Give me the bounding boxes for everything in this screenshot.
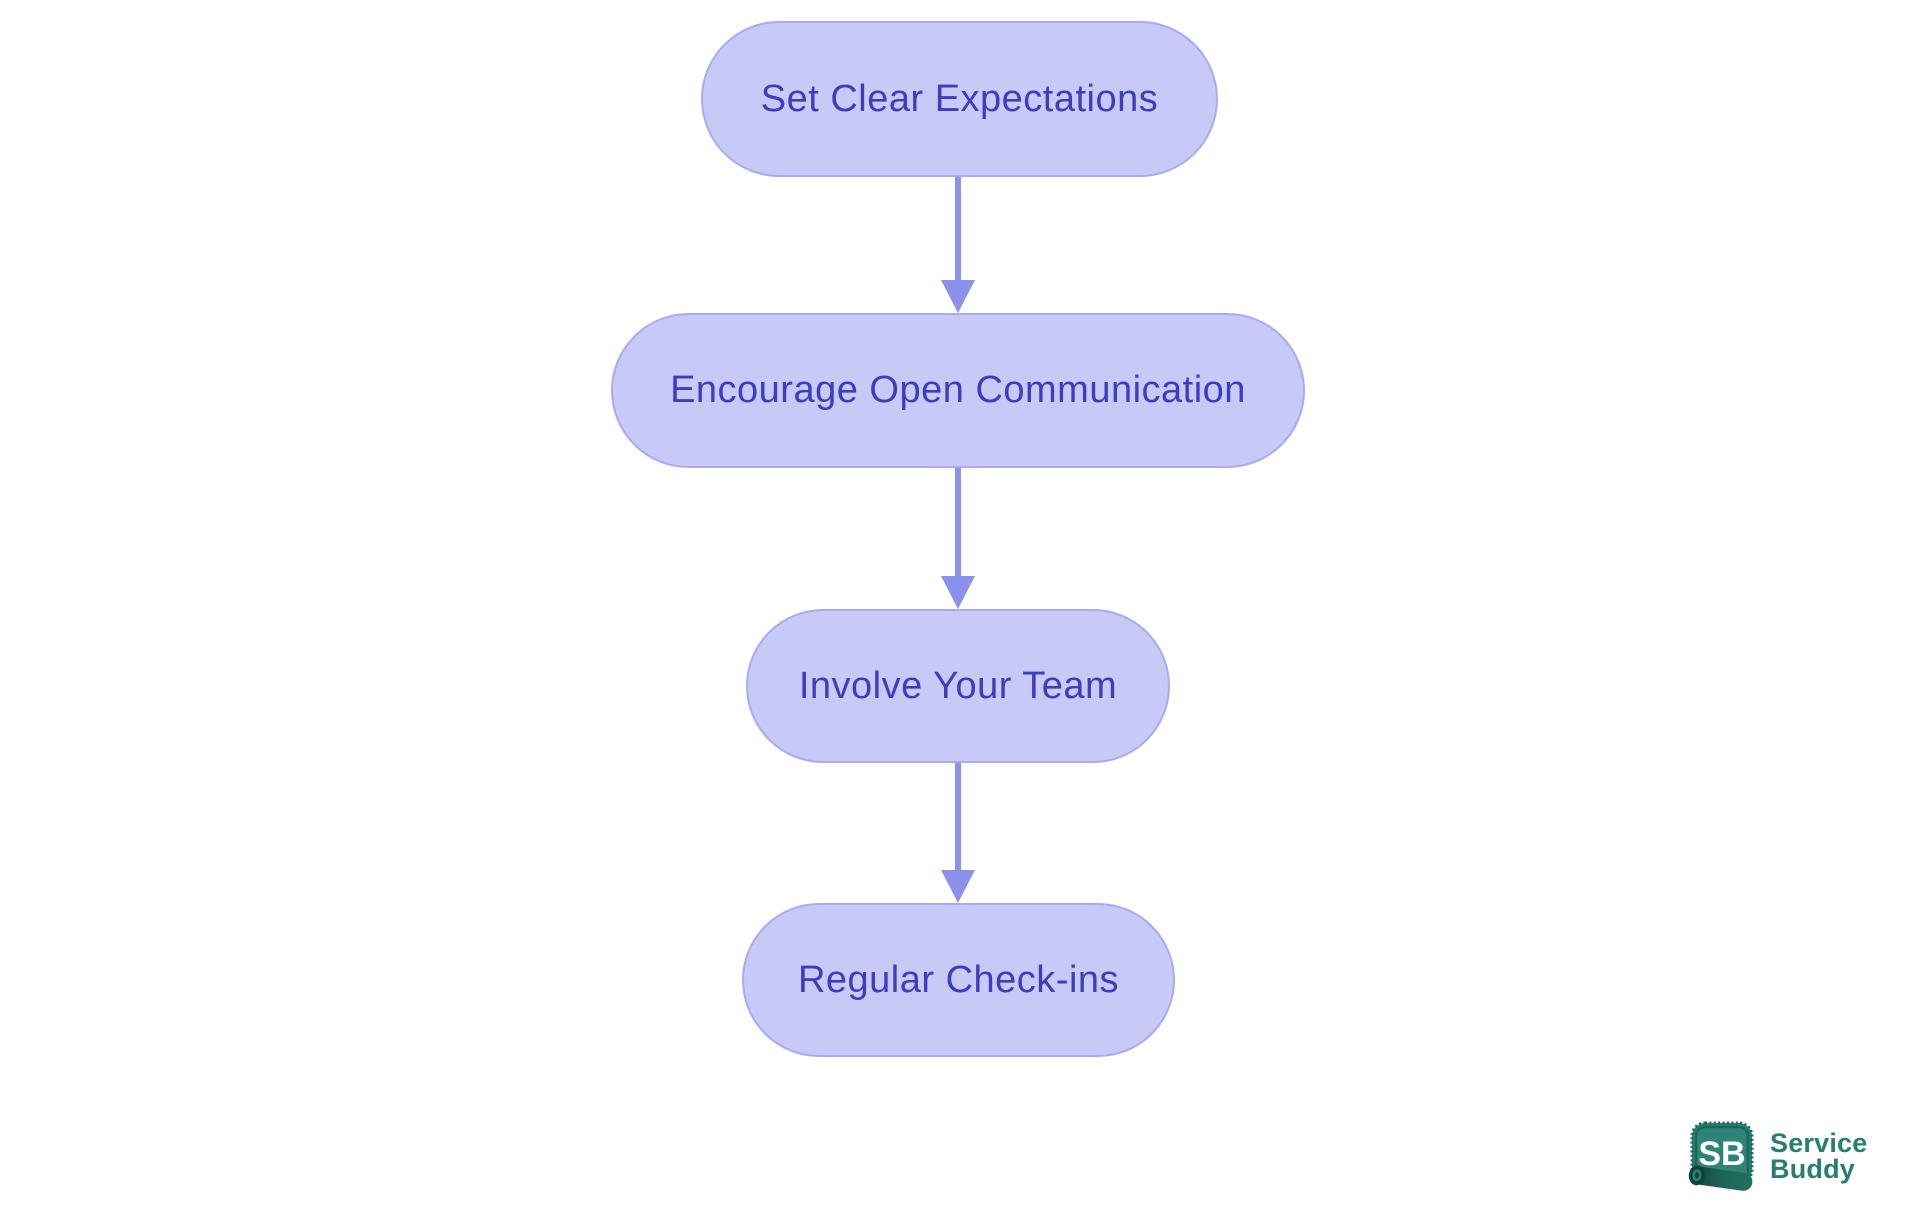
flow-node-label: Involve Your Team (798, 664, 1118, 707)
flow-node-label: Regular Check-ins (797, 958, 1120, 1001)
service-buddy-logo: SB Service Buddy (1683, 1116, 1867, 1196)
logo-name-line1: Service (1770, 1128, 1868, 1158)
flow-arrow (941, 468, 975, 609)
flow-arrow (941, 763, 975, 903)
flow-arrow (941, 177, 975, 313)
flow-node-regular-check-ins: Regular Check-ins (742, 903, 1175, 1057)
flow-node-involve-your-team: Involve Your Team (746, 609, 1170, 763)
flow-node-label: Encourage Open Communication (670, 369, 1246, 411)
service-buddy-logo-icon: SB (1688, 1121, 1754, 1191)
flow-node-label: Set Clear Expectations (760, 77, 1159, 120)
flow-node-encourage-open-communication: Encourage Open Communication (611, 313, 1305, 468)
logo-name-line2: Buddy (1770, 1154, 1855, 1184)
logo-rolled-corner (1688, 1165, 1753, 1191)
flow-node-set-clear-expectations: Set Clear Expectations (701, 21, 1218, 177)
logo-wordmark: Service Buddy (1770, 1128, 1868, 1184)
logo-icon-initials: SB (1698, 1135, 1745, 1173)
